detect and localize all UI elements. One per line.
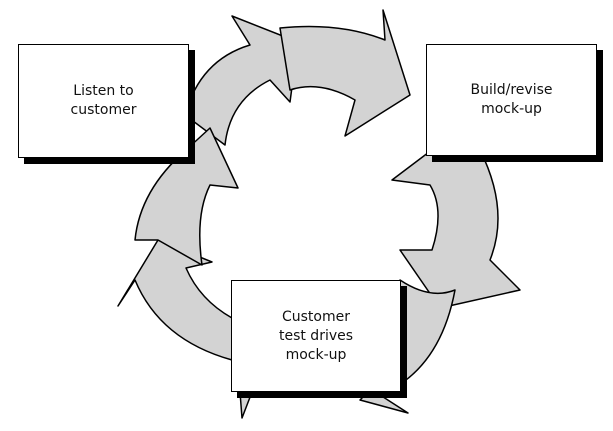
step-label-test: Customer test drives mock-up [278,308,354,363]
step-box-build: Build/revise mock-up [426,44,597,156]
step-box-test: Customer test drives mock-up [231,280,401,392]
arrow-top-arc [279,9,411,137]
step-label-listen: Listen to customer [70,83,137,118]
arrow-build-to-test [391,139,521,309]
step-label-build: Build/revise mock-up [470,82,553,117]
arrow-left-arc [134,127,239,266]
arrow-test-to-listen [117,239,233,361]
step-box-listen: Listen to customer [18,44,189,158]
